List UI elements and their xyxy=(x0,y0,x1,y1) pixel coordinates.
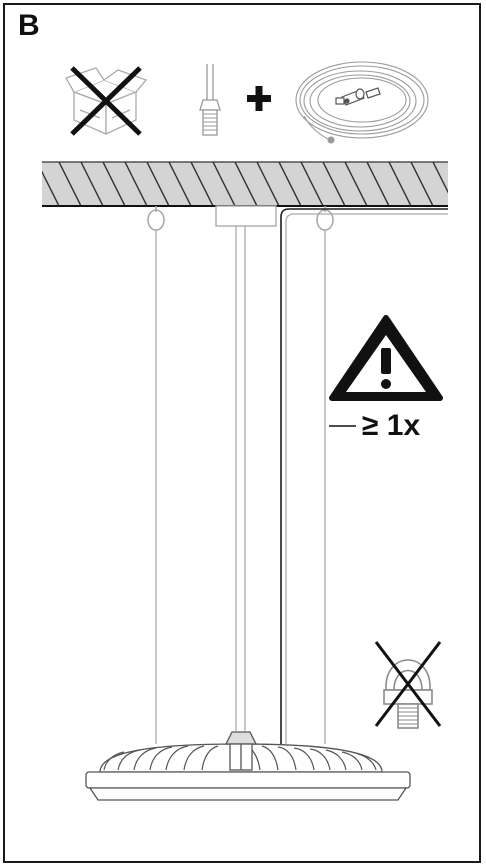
plus-icon xyxy=(247,86,271,111)
pendant-rod xyxy=(235,226,246,731)
panel-frame xyxy=(3,3,481,863)
ceiling xyxy=(42,161,448,207)
safety-rope-vertical xyxy=(280,208,290,744)
wire-rope-kit-icon xyxy=(295,61,429,144)
high-bay-luminaire xyxy=(85,731,411,801)
panel-letter: B xyxy=(18,9,40,42)
warning-triangle-icon xyxy=(329,315,443,401)
ceiling-canopy xyxy=(215,205,277,227)
power-cable-inner xyxy=(285,213,448,744)
quantity-label: ≥ 1x xyxy=(362,409,421,442)
crossed-out-eyebolt-icon xyxy=(374,641,442,729)
crossed-out-box-icon xyxy=(65,66,148,136)
ceiling-hook-left xyxy=(147,206,165,231)
threaded-pendant-fitting-icon xyxy=(199,64,221,136)
